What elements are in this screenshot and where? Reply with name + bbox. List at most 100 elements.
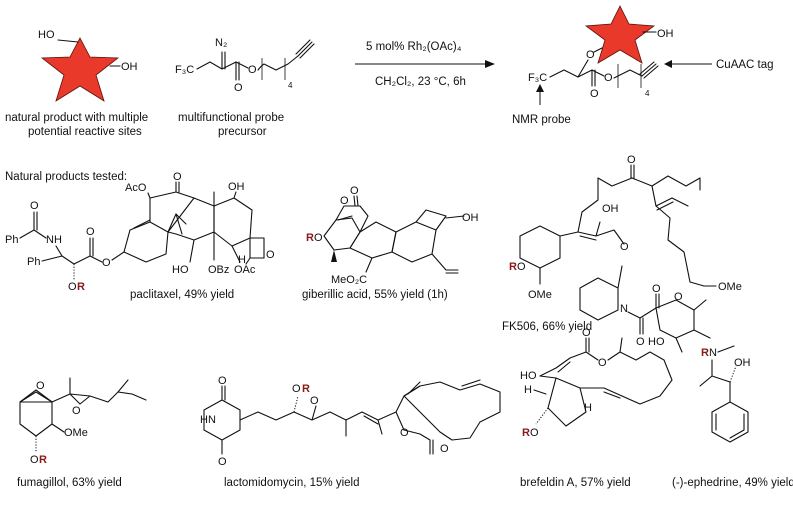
product-o-ether: O <box>586 49 595 61</box>
svg-text:OMe: OMe <box>718 281 742 293</box>
conditions-text: CH₂Cl₂, 23 °C, 6h <box>375 76 466 88</box>
nmr-probe-label: NMR probe <box>512 114 571 126</box>
svg-text:O: O <box>72 405 81 417</box>
product-star <box>584 5 656 64</box>
probe-caption-1: multifunctional probe <box>178 112 284 124</box>
svg-text:O: O <box>266 249 275 261</box>
svg-text:N: N <box>709 347 717 359</box>
svg-text:O: O <box>582 327 591 339</box>
lactomidomycin-structure: O HN O O R O O O lactomidomycin, 15% yie… <box>200 375 501 489</box>
svg-text:R: R <box>306 232 314 244</box>
svg-text:O: O <box>620 241 629 253</box>
svg-text:OH: OH <box>734 357 751 369</box>
svg-text:O: O <box>674 291 683 303</box>
svg-text:O: O <box>30 200 39 212</box>
svg-text:O: O <box>86 226 95 238</box>
svg-text:O: O <box>652 283 661 295</box>
svg-text:HO: HO <box>648 336 665 348</box>
svg-text:R: R <box>302 383 310 395</box>
svg-text:O: O <box>517 261 526 273</box>
probe-subscript: 4 <box>288 81 293 90</box>
caption-paclitaxel: paclitaxel, 49% yield <box>130 289 234 301</box>
svg-text:O: O <box>310 395 319 407</box>
caption-giberillic-acid: giberillic acid, 55% yield (1h) <box>302 289 448 301</box>
svg-text:O: O <box>36 380 45 392</box>
svg-text:R: R <box>77 281 85 293</box>
natural-product-star <box>40 37 120 102</box>
svg-text:O: O <box>102 257 111 269</box>
svg-text:R: R <box>522 427 530 439</box>
caption-fumagillol: fumagillol, 63% yield <box>17 477 122 489</box>
giberillic-acid-structure: R O O O MeO₂C OH giberillic acid, 55% yi… <box>302 185 479 301</box>
product-o-carbonyl: O <box>590 88 599 100</box>
product-o-ester: O <box>604 72 613 84</box>
caption-fk506: FK506, 66% yield <box>502 321 592 333</box>
ephedrine-structure: R N OH (-)-ephedrine, 49% yield <box>672 345 793 489</box>
sm-ho: HO <box>38 29 55 41</box>
svg-text:O: O <box>30 454 39 466</box>
svg-text:O: O <box>292 383 301 395</box>
product-cf3: F₃C <box>528 72 547 84</box>
svg-text:O: O <box>440 443 449 455</box>
svg-text:O: O <box>340 195 349 207</box>
svg-text:H: H <box>238 254 246 266</box>
svg-text:HO: HO <box>172 264 189 276</box>
svg-text:H: H <box>524 384 532 396</box>
sm-caption-2: potential reactive sites <box>28 126 142 138</box>
svg-text:OH: OH <box>462 212 479 224</box>
svg-text:OH: OH <box>602 203 619 215</box>
probe-n2: N₂ <box>215 37 227 49</box>
probe-o-carbonyl: O <box>234 82 243 94</box>
svg-text:O: O <box>173 171 182 183</box>
svg-text:R: R <box>509 261 517 273</box>
svg-text:Ph: Ph <box>27 256 40 268</box>
paclitaxel-structure: Ph O NH Ph O R O O AcO O OH <box>5 171 275 301</box>
svg-text:MeO₂C: MeO₂C <box>331 274 367 286</box>
svg-text:O: O <box>218 375 227 387</box>
probe-precursor: F₃C N₂ O O 4 multifunctional probe precu… <box>175 37 315 138</box>
starting-material: HO OH natural product with multiple pote… <box>5 29 148 138</box>
product: OH O F₃C O O 4 CuAAC tag NMR probe <box>512 5 774 126</box>
svg-text:OMe: OMe <box>64 427 88 439</box>
product-oh: OH <box>657 28 674 40</box>
svg-text:O: O <box>350 185 359 197</box>
svg-text:AcO: AcO <box>125 182 147 194</box>
probe-o-ester: O <box>248 64 257 76</box>
fk506-structure: O OH OMe R O OMe O N O O <box>502 154 742 353</box>
svg-text:R: R <box>39 454 47 466</box>
section-title: Natural products tested: <box>5 171 127 183</box>
reaction-arrow-group: 5 mol% Rh₂(OAc)₄ CH₂Cl₂, 23 °C, 6h <box>355 41 495 88</box>
svg-text:NH: NH <box>46 234 62 246</box>
product-subscript: 4 <box>645 89 650 98</box>
probe-caption-2: precursor <box>218 126 267 138</box>
svg-text:O: O <box>530 427 539 439</box>
fumagillol-structure: O O OMe O R fumagillol, 63% yield <box>17 377 147 489</box>
svg-text:O: O <box>627 154 636 166</box>
caption-brefeldin-a: brefeldin A, 57% yield <box>520 477 631 489</box>
svg-text:O: O <box>68 281 77 293</box>
brefeldin-a-structure: HO O O H H R O brefeldin A, 57% yield <box>520 327 673 489</box>
svg-text:OMe: OMe <box>528 289 552 301</box>
svg-text:O: O <box>314 232 323 244</box>
sm-oh: OH <box>121 61 138 73</box>
svg-text:HO: HO <box>520 370 537 382</box>
svg-text:H: H <box>584 402 592 414</box>
svg-text:Ph: Ph <box>5 234 18 246</box>
svg-text:HN: HN <box>200 414 216 426</box>
reagent-text: 5 mol% Rh₂(OAc)₄ <box>366 41 462 53</box>
svg-text:OAc: OAc <box>234 264 256 276</box>
caption-lactomidomycin: lactomidomycin, 15% yield <box>224 477 360 489</box>
sm-caption-1: natural product with multiple <box>5 112 148 124</box>
cuaac-tag-label: CuAAC tag <box>716 59 774 71</box>
svg-text:OBz: OBz <box>208 264 229 276</box>
svg-text:O: O <box>400 427 409 439</box>
svg-text:OH: OH <box>228 181 245 193</box>
svg-text:R: R <box>701 347 709 359</box>
caption-ephedrine: (-)-ephedrine, 49% yield <box>672 477 793 489</box>
svg-text:O: O <box>598 357 607 369</box>
svg-text:O: O <box>636 336 645 348</box>
probe-cf3: F₃C <box>175 64 194 76</box>
svg-text:N: N <box>620 303 628 315</box>
